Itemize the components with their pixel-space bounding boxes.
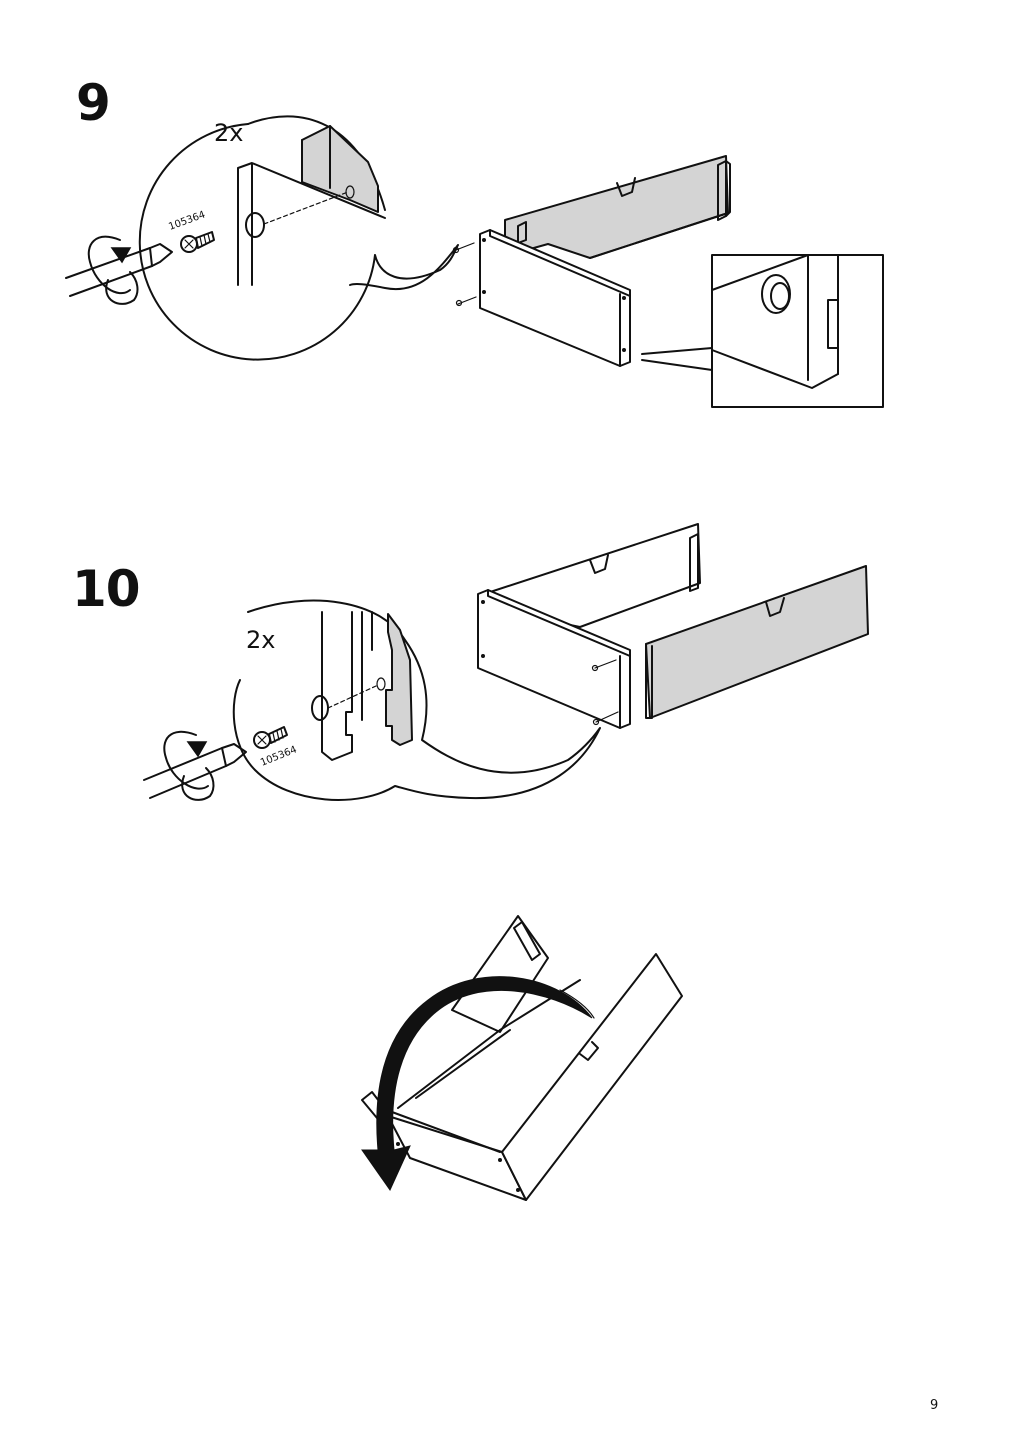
step-9-detail-callout: 2x 105364 <box>138 115 459 361</box>
page-number: 9 <box>930 1398 939 1413</box>
step-9-frame <box>452 155 731 367</box>
step-9-quantity: 2x <box>214 119 243 147</box>
screw-icon <box>253 726 288 749</box>
step-10-frame <box>477 523 869 729</box>
step-10-quantity: 2x <box>246 626 275 654</box>
step-10-detail-callout: 2x 105364 <box>232 599 601 801</box>
step-10-illustration: 2x 105364 <box>143 523 869 801</box>
step-9-illustration: 2x 105364 <box>65 115 884 408</box>
rotate-arrow-icon <box>87 235 139 305</box>
step-9-part-number: 105364 <box>167 209 207 232</box>
step-10-number: 10 <box>72 560 141 618</box>
screwdriver-icon <box>65 243 173 297</box>
flip-illustration <box>361 915 683 1201</box>
screwdriver-icon <box>143 743 247 799</box>
screw-icon <box>180 231 215 253</box>
flip-arrow-icon <box>361 976 595 1192</box>
step-9-number: 9 <box>76 74 111 132</box>
rotate-arrow-icon <box>163 730 215 801</box>
step-9-detail-box <box>641 254 884 408</box>
